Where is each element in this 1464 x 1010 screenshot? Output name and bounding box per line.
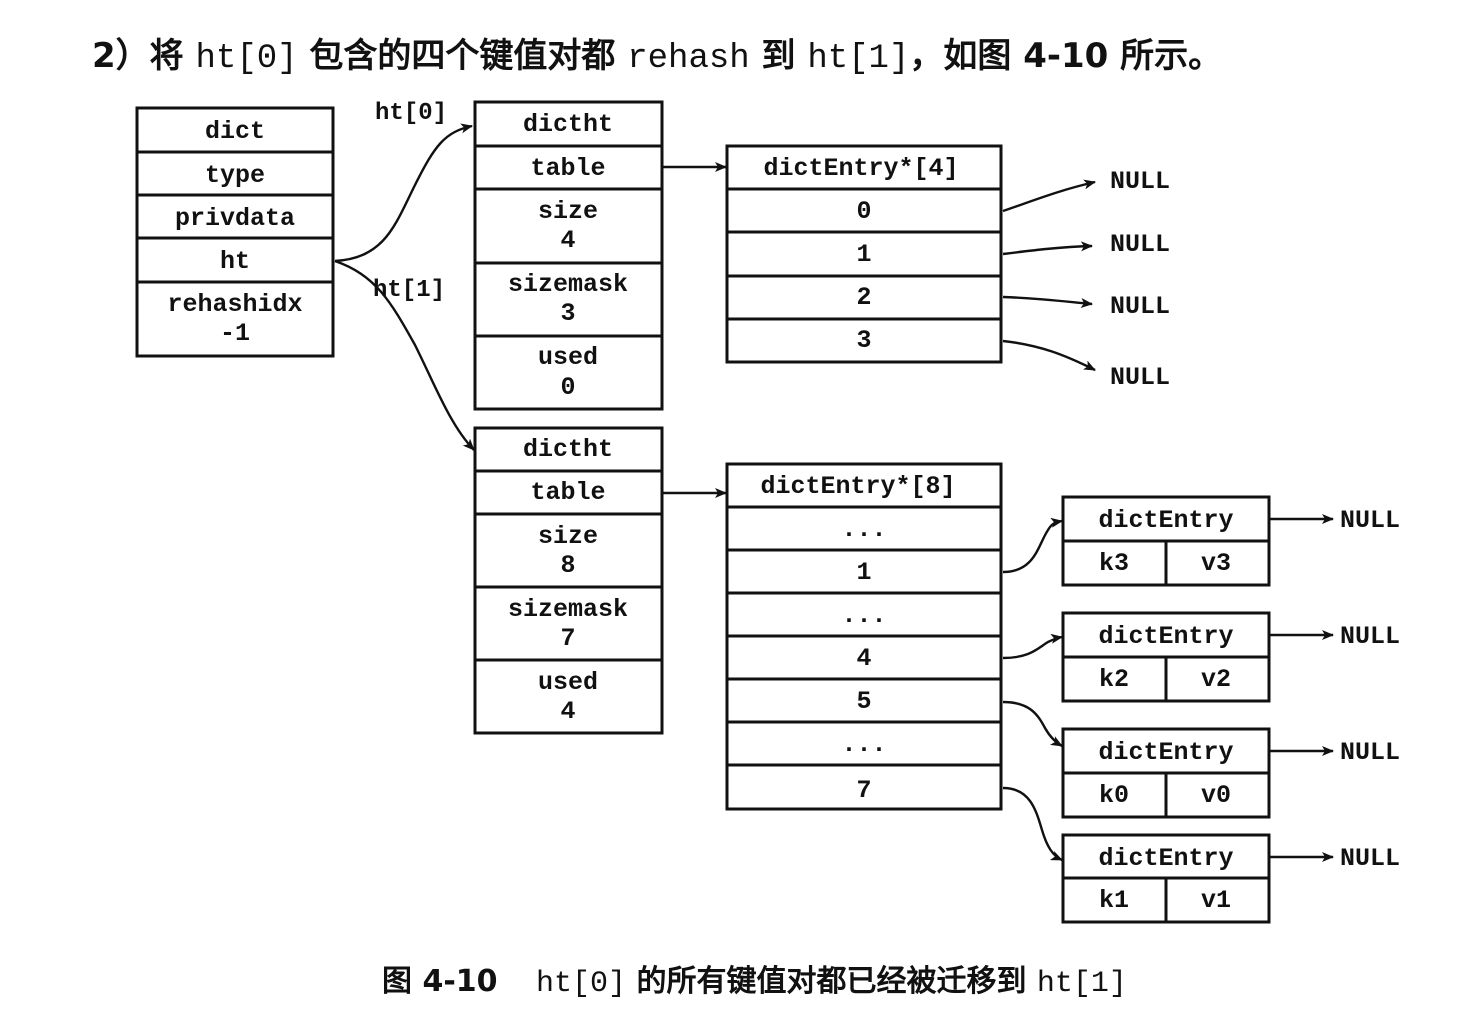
entry-k1-key: k1: [1099, 886, 1129, 915]
bucket1-entry-arrow: [1002, 517, 1063, 574]
entry-k0-title: dictEntry: [1098, 738, 1233, 767]
figure-caption: 图 4-10 ht[0] 的所有键值对都已经被迁移到 ht[1]: [382, 956, 1127, 1001]
entry-k1: dictEntry k1 v1 NULL: [1061, 833, 1400, 924]
heading-to: 到: [761, 36, 796, 76]
entry-k0-next-null: NULL: [1340, 738, 1400, 767]
table1-row-4: 5: [856, 687, 871, 716]
table1-row-2: ...: [841, 601, 886, 630]
dictht1-title: dictht: [523, 435, 613, 464]
dictht1-sizemask-value: 7: [560, 624, 575, 653]
dictht0-size-label: size: [538, 197, 598, 226]
entry-k0-value: v0: [1201, 781, 1231, 810]
table0-row3-null-arrow: [1002, 339, 1096, 372]
dict-type: type: [205, 161, 265, 190]
caption-ht1: ht[1]: [1036, 967, 1127, 1001]
dict-rehashidx-label: rehashidx: [167, 290, 302, 319]
table0-row1-null-arrow: [1002, 241, 1093, 256]
caption-text: 的所有键值对都已经被迁移到: [636, 964, 1027, 999]
dictht1-used-label: used: [538, 668, 598, 697]
dictht0-used-value: 0: [560, 373, 575, 402]
entry-k1-value: v1: [1201, 886, 1231, 915]
table1-array: dictEntry*[8] ... 1 ... 4 5 ... 7: [725, 462, 1003, 811]
dictht0-size-value: 4: [560, 226, 575, 255]
table1-row-3: 4: [856, 644, 871, 673]
heading-prefix: 2）将: [92, 36, 184, 76]
ht0-pointer-arrow: [334, 123, 473, 263]
table0-index-3: 3: [856, 326, 871, 355]
entry-k0: dictEntry k0 v0 NULL: [1061, 727, 1400, 819]
entry-k3-title: dictEntry: [1098, 506, 1233, 535]
table0-row3-null: NULL: [1110, 363, 1170, 392]
dictht-0: dictht table size 4 sizemask 3 used 0: [473, 100, 664, 411]
entry-k2: dictEntry k2 v2 NULL: [1061, 611, 1400, 703]
dict-privdata: privdata: [175, 204, 295, 233]
entry-k1-title: dictEntry: [1098, 844, 1233, 873]
entry-k3: dictEntry k3 v3 NULL: [1061, 495, 1400, 587]
table0-header: dictEntry*[4]: [763, 154, 958, 183]
dictht0-title: dictht: [523, 110, 613, 139]
dictht0-table: table: [530, 154, 605, 183]
entry-k3-key: k3: [1099, 549, 1129, 578]
caption-ht0: ht[0]: [535, 967, 626, 1001]
heading-rehash: rehash: [627, 40, 750, 78]
heading-middle: 包含的四个键值对都: [309, 36, 616, 76]
entry-k2-value: v2: [1201, 665, 1231, 694]
entry-k1-next-null: NULL: [1340, 844, 1400, 873]
dictht0-sizemask-label: sizemask: [508, 270, 628, 299]
table0-row2-null-arrow: [1002, 295, 1093, 308]
dict-title: dict: [205, 117, 265, 146]
table0-row0-null-arrow: [1002, 179, 1096, 213]
entry-k3-value: v3: [1201, 549, 1231, 578]
dictht1-used-value: 4: [560, 697, 575, 726]
entry-k2-key: k2: [1099, 665, 1129, 694]
table0-row2-null: NULL: [1110, 292, 1170, 321]
table0-row1-null: NULL: [1110, 230, 1170, 259]
dictht1-size-label: size: [538, 522, 598, 551]
dictht0-used-label: used: [538, 343, 598, 372]
dict-struct: dict type privdata ht rehashidx -1: [135, 106, 335, 358]
entry-k3-next-null: NULL: [1340, 506, 1400, 535]
entry-k2-next-null: NULL: [1340, 622, 1400, 651]
bucket5-entry-arrow: [1002, 700, 1063, 748]
table1-row-1: 1: [856, 558, 871, 587]
entry-k0-key: k0: [1099, 781, 1129, 810]
bucket4-entry-arrow: [1002, 633, 1063, 660]
caption-figure-number: 图 4-10: [382, 964, 498, 999]
dict-ht: ht: [220, 247, 250, 276]
table1-row-0: ...: [841, 515, 886, 544]
table0-row0-null: NULL: [1110, 167, 1170, 196]
table0-index-2: 2: [856, 283, 871, 312]
dict-rehashidx-value: -1: [220, 319, 250, 348]
bucket7-entry-arrow: [1002, 786, 1063, 862]
heading-ht1: ht[1]: [807, 40, 910, 78]
dictht0-sizemask-value: 3: [560, 299, 575, 328]
table1-row-5: ...: [841, 730, 886, 759]
entry-k2-title: dictEntry: [1098, 622, 1233, 651]
heading-suffix: ，如图 4-10 所示。: [909, 36, 1223, 76]
dictht-1: dictht table size 8 sizemask 7 used 4: [473, 426, 664, 735]
dictht1-table: table: [530, 478, 605, 507]
table0-array: dictEntry*[4] 0 1 2 3: [725, 144, 1003, 364]
page-heading: 2）将 ht[0] 包含的四个键值对都 rehash 到 ht[1]，如图 4-…: [92, 28, 1222, 78]
heading-ht0: ht[0]: [195, 40, 298, 78]
table1-row-6: 7: [856, 776, 871, 805]
dictht1-sizemask-label: sizemask: [508, 595, 628, 624]
dictht1-size-value: 8: [560, 551, 575, 580]
table0-index-1: 1: [856, 240, 871, 269]
table0-index-0: 0: [856, 197, 871, 226]
ht1-pointer-arrow: [334, 259, 475, 451]
ht0-label: ht[0]: [375, 100, 447, 127]
table1-header: dictEntry*[8]: [760, 472, 955, 501]
ht1-label: ht[1]: [373, 277, 445, 304]
